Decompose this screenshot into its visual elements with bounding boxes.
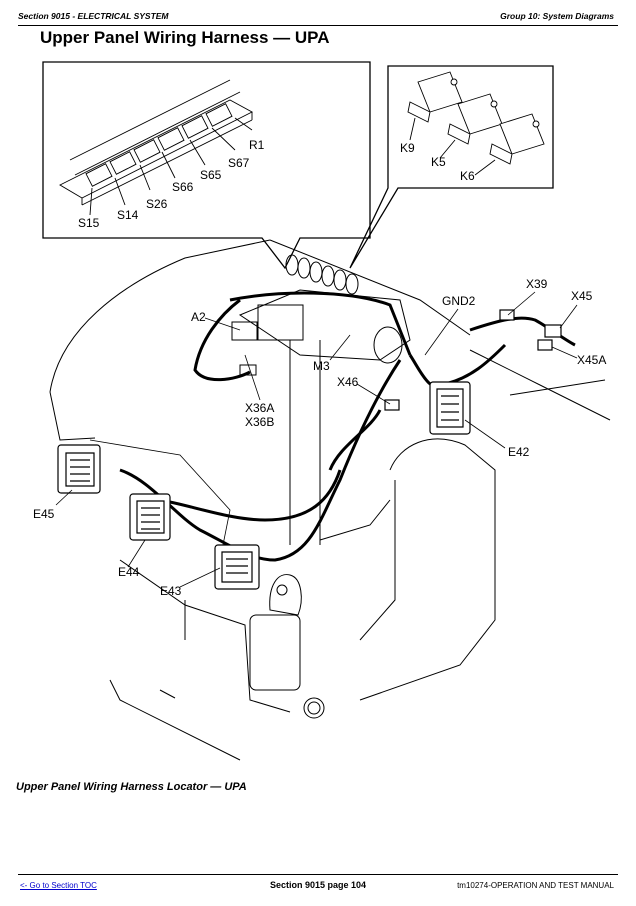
label-x36b: X36B	[245, 415, 274, 429]
label-r1: R1	[249, 138, 265, 152]
knob	[303, 697, 325, 719]
header-divider	[18, 25, 618, 26]
label-k9: K9	[400, 141, 415, 155]
relay-inset-box	[349, 65, 554, 269]
x45a-connector	[537, 339, 553, 351]
x45-connector	[544, 324, 562, 338]
x46-connector	[384, 399, 400, 411]
label-e44: E44	[118, 565, 140, 579]
relay-inset-drawing	[407, 71, 545, 176]
x39-connector	[499, 309, 515, 321]
label-m3: M3	[313, 359, 330, 373]
label-x45a: X45A	[577, 353, 606, 367]
switch-inset-drawing	[59, 79, 253, 216]
harness-main	[193, 298, 251, 382]
a2-module	[231, 321, 258, 341]
section-header: Section 9015 - ELECTRICAL SYSTEM	[18, 11, 169, 21]
center-post	[289, 340, 321, 545]
label-e45: E45	[33, 507, 55, 521]
label-s14: S14	[117, 208, 139, 222]
label-s15: S15	[78, 216, 100, 230]
figure-caption: Upper Panel Wiring Harness Locator — UPA	[16, 781, 247, 793]
label-x39: X39	[526, 277, 548, 291]
label-s26: S26	[146, 197, 168, 211]
work-light-e43	[214, 544, 260, 590]
seat-outline	[359, 438, 496, 701]
label-s67: S67	[228, 156, 250, 170]
label-s66: S66	[172, 180, 194, 194]
cab-roof-outline	[49, 239, 271, 393]
work-light-e42	[429, 381, 471, 435]
label-e42: E42	[508, 445, 530, 459]
go-to-section-toc-link[interactable]: <- Go to Section TOC	[20, 881, 97, 890]
label-e43: E43	[160, 584, 182, 598]
footer-divider	[18, 874, 618, 875]
switch-inset-box	[42, 61, 371, 270]
label-x45: X45	[571, 289, 593, 303]
work-light-e45	[57, 444, 101, 494]
page-number: Section 9015 page 104	[269, 880, 367, 890]
work-light-e44	[129, 493, 171, 541]
label-gnd2: GND2	[442, 294, 476, 308]
joystick-console	[249, 614, 301, 691]
upper-panel	[238, 289, 411, 361]
label-k5: K5	[431, 155, 446, 169]
page-title: Upper Panel Wiring Harness — UPA	[40, 28, 330, 47]
label-k6: K6	[460, 169, 475, 183]
wiring-harness-diagram: R1 S67 S65 S66 S26 S14 S15 K9 K5 K6 A2 M…	[33, 61, 611, 761]
manual-id: tm10274-OPERATION AND TEST MANUAL	[457, 881, 614, 890]
group-header: Group 10: System Diagrams	[500, 11, 614, 21]
label-x46: X46	[337, 375, 359, 389]
label-x36a: X36A	[245, 401, 274, 415]
label-s65: S65	[200, 168, 222, 182]
joystick	[269, 574, 302, 616]
label-a2: A2	[191, 310, 206, 324]
